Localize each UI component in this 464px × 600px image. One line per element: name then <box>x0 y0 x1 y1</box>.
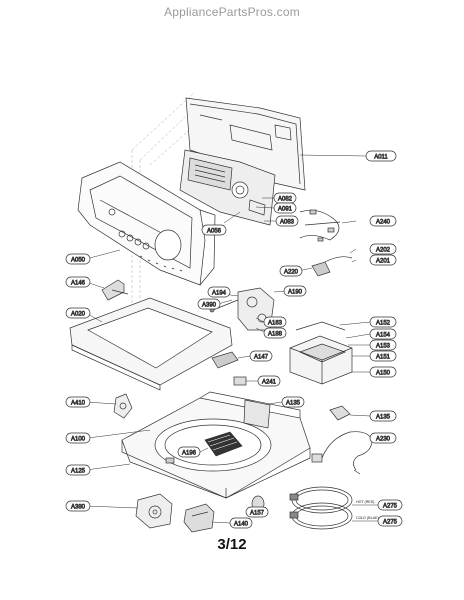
callout-a201: A201 <box>369 254 397 266</box>
hose-label-hot: HOT (RED) <box>356 500 375 504</box>
callout-a147: A147 <box>249 350 273 362</box>
callout-a082: A082 <box>273 192 297 204</box>
svg-text:A380: A380 <box>71 505 86 511</box>
svg-text:A135: A135 <box>286 401 301 407</box>
svg-text:A011: A011 <box>374 155 388 161</box>
svg-text:A154: A154 <box>376 333 391 339</box>
part-a140-motor <box>183 503 215 533</box>
callout-a150: A150 <box>369 366 397 378</box>
callout-a151: A151 <box>369 350 397 362</box>
svg-text:A194: A194 <box>212 291 227 297</box>
callout-a157: A157 <box>245 506 269 518</box>
callout-a241: A241 <box>257 375 281 387</box>
svg-text:A240: A240 <box>376 220 391 226</box>
svg-text:A050: A050 <box>71 258 86 264</box>
svg-text:A410: A410 <box>71 401 86 407</box>
callout-a135-right: A135 <box>369 410 397 422</box>
callout-a091: A091 <box>273 202 297 214</box>
svg-text:A201: A201 <box>376 259 391 265</box>
svg-text:A190: A190 <box>288 290 303 296</box>
svg-text:A140: A140 <box>234 522 249 528</box>
part-a020-lid <box>69 297 233 391</box>
callout-a135-top: A135 <box>281 396 305 408</box>
part-a135-bracket <box>329 405 351 421</box>
part-a146-hinge <box>101 279 129 301</box>
callout-a153: A153 <box>369 339 397 351</box>
svg-text:A150: A150 <box>376 371 391 377</box>
svg-text:A153: A153 <box>376 344 391 350</box>
callout-a154: A154 <box>369 328 397 340</box>
svg-text:A152: A152 <box>376 321 391 327</box>
svg-text:A241: A241 <box>262 380 277 386</box>
callout-a050: A050 <box>65 253 91 265</box>
callout-a390: A390 <box>197 298 221 310</box>
svg-text:A202: A202 <box>376 248 391 254</box>
svg-text:A196: A196 <box>182 451 197 457</box>
callout-a196: A196 <box>177 446 201 458</box>
part-a150-drawer <box>289 321 353 385</box>
svg-text:A082: A082 <box>278 197 293 203</box>
callout-a152: A152 <box>369 316 397 328</box>
part-a050-console <box>77 161 216 286</box>
callout-a188: A188 <box>263 327 287 339</box>
part-a196-detergent-box <box>204 431 243 457</box>
svg-text:A163: A163 <box>268 321 283 327</box>
callout-a275-cold: A275 <box>377 515 403 527</box>
svg-text:A390: A390 <box>202 303 217 309</box>
svg-text:A230: A230 <box>376 437 391 443</box>
callout-a380: A380 <box>65 500 91 512</box>
part-a275-inlet-hoses <box>289 486 353 530</box>
svg-text:A020: A020 <box>71 312 86 318</box>
svg-text:A157: A157 <box>250 511 265 517</box>
svg-text:A220: A220 <box>284 270 299 276</box>
callout-a202: A202 <box>369 243 397 255</box>
svg-text:A056: A056 <box>207 229 222 235</box>
part-a240-harness <box>299 209 341 242</box>
part-a011-back-panel <box>185 97 306 191</box>
svg-text:A100: A100 <box>71 437 86 443</box>
callout-a410: A410 <box>65 396 91 408</box>
part-a410-ring <box>113 393 133 419</box>
callout-a083: A083 <box>275 215 299 227</box>
callout-a230: A230 <box>369 432 397 444</box>
svg-text:A188: A188 <box>268 332 283 338</box>
callout-a275-hot: A275 <box>377 499 403 511</box>
callout-a020: A020 <box>65 307 91 319</box>
svg-text:A091: A091 <box>278 207 293 213</box>
part-a147-bracket <box>211 351 239 369</box>
callout-a190: A190 <box>283 285 307 297</box>
svg-text:A151: A151 <box>376 355 391 361</box>
svg-text:A135: A135 <box>376 415 391 421</box>
svg-text:A147: A147 <box>254 355 269 361</box>
part-a230-power-cord <box>311 431 373 475</box>
callout-a194: A194 <box>207 286 231 298</box>
callout-a125: A125 <box>65 464 91 476</box>
callout-a163: A163 <box>263 316 287 328</box>
part-a220-sensor <box>311 256 353 277</box>
callout-a056: A056 <box>201 224 227 236</box>
watermark: AppliancePartsPros.com <box>164 5 300 19</box>
svg-text:A275: A275 <box>383 504 398 510</box>
part-a082-control-board <box>179 149 276 226</box>
callout-a011: A011 <box>365 150 397 162</box>
callout-a220: A220 <box>279 265 303 277</box>
page-number: 3/12 <box>217 536 247 553</box>
callout-a140: A140 <box>229 517 253 529</box>
leader-lines <box>85 154 378 524</box>
hose-label-cold: COLD (BLUE) <box>356 516 379 520</box>
callout-a100: A100 <box>65 432 91 444</box>
part-a380-pump <box>135 493 173 529</box>
svg-text:A083: A083 <box>280 220 295 226</box>
svg-text:A125: A125 <box>71 469 86 475</box>
callout-a240: A240 <box>369 215 397 227</box>
part-a241-latch <box>233 376 247 386</box>
svg-text:A146: A146 <box>71 281 86 287</box>
svg-text:A275: A275 <box>383 520 398 526</box>
callout-a146: A146 <box>65 276 91 288</box>
